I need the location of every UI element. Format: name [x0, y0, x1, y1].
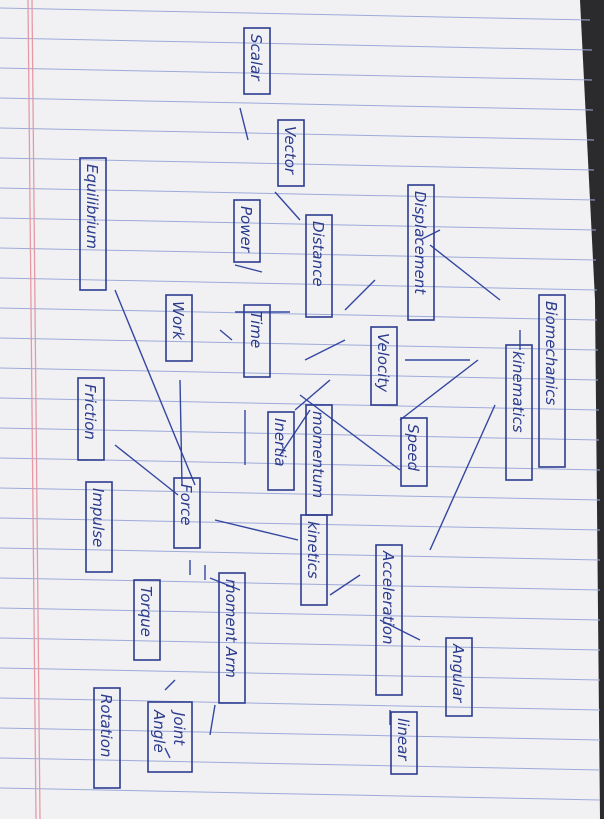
node-time: Time — [243, 304, 271, 378]
ruled-lines — [0, 7, 601, 801]
node-kinematics: kinematics — [505, 344, 533, 481]
node-label: Torque — [137, 586, 155, 637]
node-label: linear — [394, 718, 412, 761]
node-box — [445, 637, 473, 717]
node-moment-arm: moment Arm — [218, 572, 246, 704]
node-power: Power — [233, 199, 261, 263]
node-label: Inertia — [271, 418, 289, 467]
node-box — [277, 119, 305, 187]
node-box — [79, 157, 107, 291]
node-label: kinematics — [509, 351, 527, 433]
node-inertia: Inertia — [267, 411, 295, 491]
node-joint-angle: Joint Angle — [147, 701, 193, 773]
node-box — [370, 326, 398, 406]
node-label: moment Arm — [222, 579, 240, 678]
node-label: Displacement — [411, 191, 429, 295]
node-label: Speed — [404, 424, 422, 472]
node-box — [173, 477, 201, 549]
node-angular: Angular — [445, 637, 473, 717]
node-label: Distance — [309, 221, 327, 287]
node-equilibrium: Equilibrium — [79, 157, 107, 291]
node-distance: Distance — [305, 214, 333, 318]
node-label: Work — [169, 301, 187, 341]
node-box — [218, 572, 246, 704]
node-box — [243, 27, 271, 95]
node-biomechanics: Biomechanics — [538, 294, 566, 468]
node-acceleration: Acceleration — [375, 544, 403, 696]
node-label: Impulse — [89, 488, 107, 547]
node-label: Angular — [449, 643, 467, 703]
node-label: Force — [177, 484, 195, 525]
node-force: Force — [173, 477, 201, 549]
node-label: Rotation — [97, 694, 115, 757]
node-box — [77, 377, 105, 461]
node-label: Biomechanics — [542, 301, 560, 405]
node-label: Vector — [281, 126, 299, 175]
node-box — [165, 294, 193, 362]
node-vector: Vector — [277, 119, 305, 187]
node-label: Equilibrium — [83, 164, 101, 249]
node-label: Velocity — [374, 333, 392, 393]
node-work: Work — [165, 294, 193, 362]
node-box — [243, 304, 271, 378]
node-box — [538, 294, 566, 468]
node-box — [267, 411, 295, 491]
node-box — [233, 199, 261, 263]
margin-lines — [27, 0, 41, 819]
node-box — [305, 214, 333, 318]
node-box — [85, 481, 113, 573]
node-kinetics: kinetics — [300, 514, 328, 606]
node-label: Scalar — [247, 34, 265, 81]
node-box — [400, 417, 428, 487]
node-box — [505, 344, 533, 481]
node-label: Time — [247, 311, 265, 348]
node-box — [390, 711, 418, 775]
node-label: Friction — [81, 384, 99, 440]
node-label: momentum — [309, 411, 327, 498]
node-label: kinetics — [304, 521, 322, 579]
node-rotation: Rotation — [93, 687, 121, 789]
node-label: Acceleration — [379, 550, 397, 644]
node-velocity: Velocity — [370, 326, 398, 406]
node-displacement: Displacement — [407, 184, 435, 321]
node-box — [93, 687, 121, 789]
edges — [114, 107, 521, 759]
node-linear: linear — [390, 711, 418, 775]
node-box — [407, 184, 435, 321]
node-box — [147, 701, 193, 773]
node-box — [375, 544, 403, 696]
node-torque: Torque — [133, 579, 161, 661]
node-box — [133, 579, 161, 661]
node-label-angle: Angle — [150, 709, 168, 753]
concept-map: Biomechanics kinematics Speed Velocity D… — [77, 27, 566, 789]
node-scalar: Scalar — [243, 27, 271, 95]
node-friction: Friction — [77, 377, 105, 461]
node-label-joint: Joint — [170, 709, 188, 746]
node-label: Power — [237, 206, 255, 253]
node-impulse: Impulse — [85, 481, 113, 573]
node-box — [300, 514, 328, 606]
node-speed: Speed — [400, 417, 428, 487]
